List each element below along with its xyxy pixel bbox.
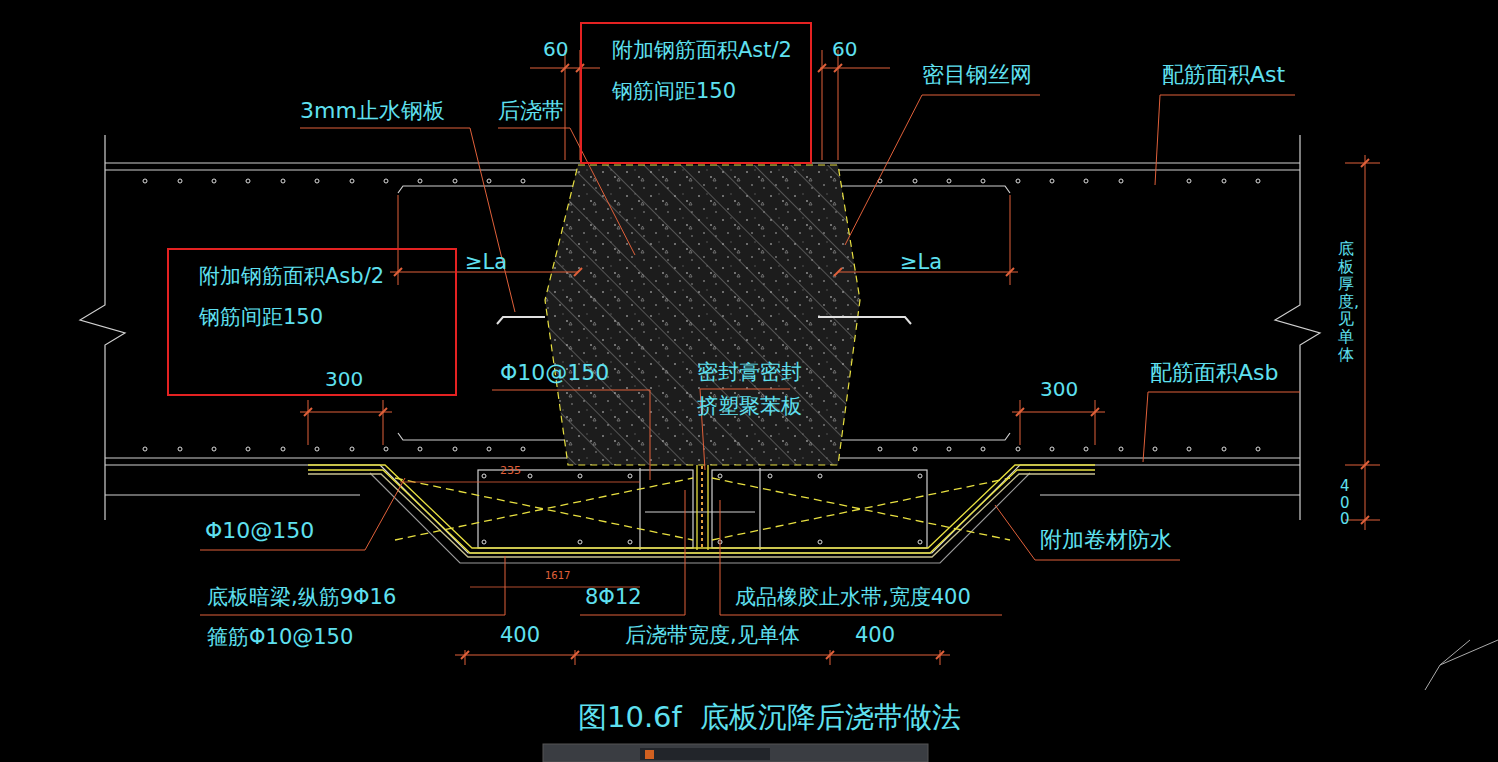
annotation-label: 400	[500, 623, 540, 647]
annotation-label: 后浇带	[498, 98, 564, 123]
dimension-note: 235	[500, 465, 521, 478]
annotation-label: ≥La	[900, 250, 942, 274]
annotation-label: 300	[1040, 378, 1078, 401]
annotation-label: 挤塑聚苯板	[697, 394, 802, 418]
annotation-label: 8Φ12	[585, 585, 642, 609]
annotation-label: Φ10@150	[500, 360, 609, 385]
note-text: 附加钢筋面积Ast/2	[612, 38, 798, 63]
annotation-label: Φ10@150	[205, 518, 314, 543]
annotation-label: 60	[543, 38, 568, 61]
annotation-label: 配筋面积Asb	[1150, 360, 1278, 385]
annotation-label: 底板暗梁,纵筋9Φ16	[207, 585, 396, 609]
annotation-label: 400	[1340, 478, 1355, 528]
annotation-label: 后浇带宽度,见单体	[625, 623, 800, 647]
annotation-label: 底板厚度,见单体	[1338, 240, 1354, 363]
callout-box: 附加钢筋面积Ast/2 钢筋间距150	[580, 22, 812, 164]
figure-caption: 图10.6f 底板沉降后浇带做法	[578, 698, 961, 738]
annotation-label: 密目钢丝网	[922, 62, 1032, 87]
annotation-label: 附加卷材防水	[1040, 527, 1172, 552]
callout-box: 附加钢筋面积Asb/2 钢筋间距150	[167, 248, 457, 396]
annotation-label: 60	[832, 38, 857, 61]
annotation-label: 密封膏密封	[697, 360, 802, 384]
note-text: 钢筋间距150	[612, 79, 798, 104]
annotation-label: 400	[855, 623, 895, 647]
annotation-label: 箍筋Φ10@150	[207, 625, 353, 649]
note-text: 附加钢筋面积Asb/2	[199, 264, 443, 289]
annotation-label: ≥La	[465, 250, 507, 274]
annotation-label: 3mm止水钢板	[300, 98, 445, 123]
annotation-label: 成品橡胶止水带,宽度400	[735, 585, 971, 609]
annotation-label: 300	[325, 368, 363, 391]
note-text: 钢筋间距150	[199, 305, 443, 330]
annotation-label: 配筋面积Ast	[1162, 62, 1285, 87]
dimension-note: 1617	[545, 570, 570, 582]
